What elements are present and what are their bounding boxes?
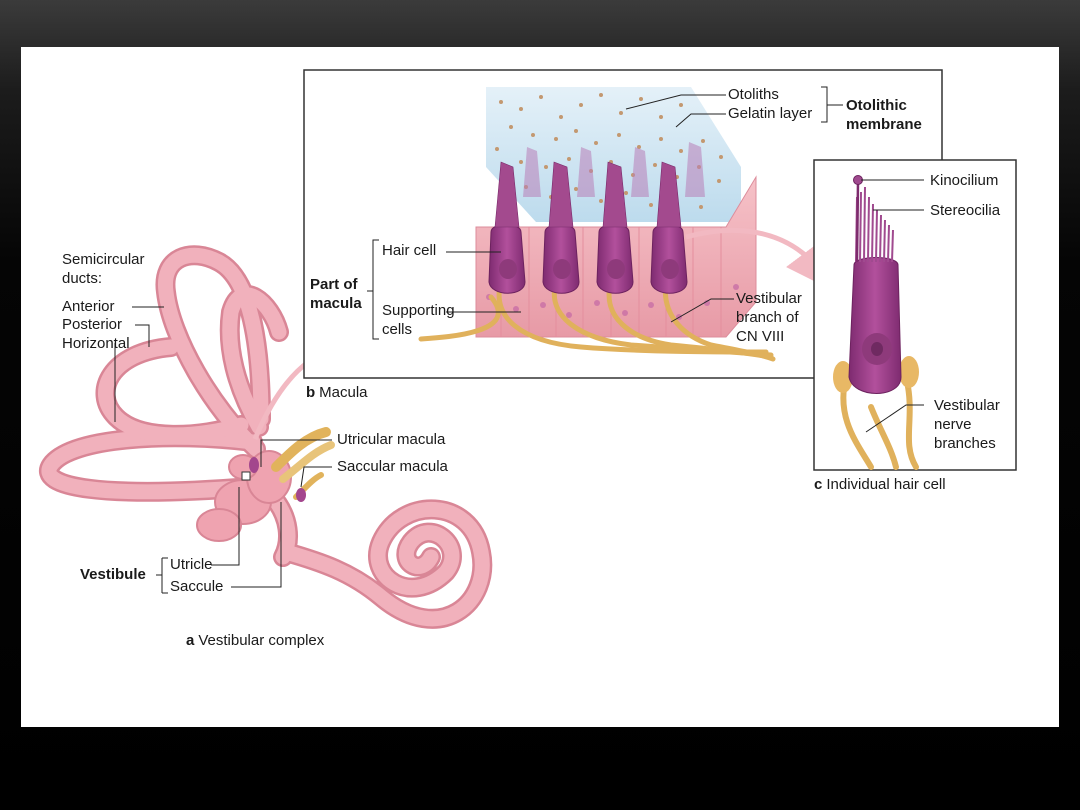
label-kinocilium: Kinocilium xyxy=(930,172,999,189)
slide: Semicircular ducts: Anterior Posterior H… xyxy=(21,47,1059,727)
label-posterior: Posterior xyxy=(62,316,123,333)
label-hair-cell: Hair cell xyxy=(382,242,437,259)
panel-a-leaders xyxy=(114,306,332,594)
illustration xyxy=(39,69,1017,629)
caption-a-text: Vestibular complex xyxy=(198,632,325,649)
label-gelatin-layer: Gelatin layer xyxy=(728,105,813,122)
label-otolithic-membrane: Otolithic membrane xyxy=(846,97,922,133)
label-semicircular-ducts: Semicircular ducts: xyxy=(62,251,145,287)
label-vestibule: Vestibule xyxy=(80,566,146,583)
vestibular-complex-drawing xyxy=(39,245,493,629)
label-anterior: Anterior xyxy=(62,298,115,315)
hair-cell-drawing xyxy=(833,175,919,470)
label-vestibular-nerve-branches: Vestibular nerve branches xyxy=(934,397,1000,452)
panel-c-leaders xyxy=(861,179,924,433)
label-utricular-macula: Utricular macula xyxy=(337,431,446,448)
label-saccule: Saccule xyxy=(170,578,224,595)
caption-c-text: Individual hair cell xyxy=(826,476,946,493)
label-part-of-macula: Part of macula xyxy=(310,276,362,312)
label-utricle: Utricle xyxy=(170,556,213,573)
panel-b-leaders xyxy=(367,86,843,340)
label-horizontal: Horizontal xyxy=(62,335,130,352)
caption-b-text: Macula xyxy=(319,384,368,401)
label-otoliths: Otoliths xyxy=(728,86,779,103)
arrow-to-hair-cell xyxy=(685,227,837,292)
caption-b-letter: b xyxy=(306,384,316,401)
label-vestibular-branch: Vestibular branch of CN VIII xyxy=(736,290,802,345)
caption-a-letter: a xyxy=(186,632,195,649)
label-stereocilia: Stereocilia xyxy=(930,202,1001,219)
caption-c-letter: c xyxy=(814,476,823,493)
label-supporting-cells: Supporting cells xyxy=(382,302,455,338)
label-saccular-macula: Saccular macula xyxy=(337,458,448,475)
